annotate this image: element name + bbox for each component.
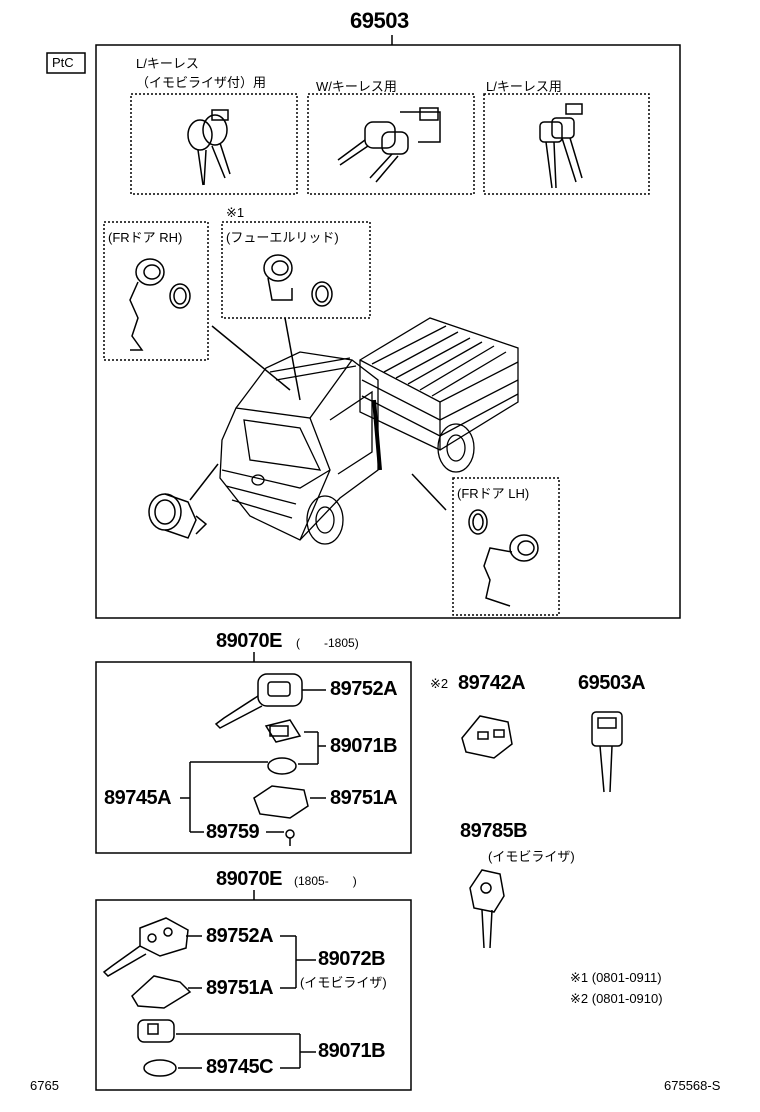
part-89742a: 89742A bbox=[458, 672, 526, 694]
group2-part-number: 89070E bbox=[216, 868, 282, 890]
part-89071b-b: 89071B bbox=[318, 1040, 386, 1062]
inset-label-w-keyless: W/キーレス用 bbox=[316, 79, 397, 94]
assembly-number: 69503 bbox=[350, 8, 409, 33]
part-89742a-mark: ※2 bbox=[430, 676, 449, 691]
part-89751a-b: 89751A bbox=[206, 977, 274, 999]
part-89071b: 89071B bbox=[330, 735, 398, 757]
inset-label-fr-door-rh: (FRドア RH) bbox=[108, 230, 183, 245]
part-89745a: 89745A bbox=[104, 787, 172, 809]
door-lock-cylinder-lh-illustration bbox=[468, 509, 539, 607]
remote-case-illustration bbox=[253, 785, 309, 819]
part-89785b-note: (イモビライザ) bbox=[488, 849, 575, 864]
fuel-lid-cylinder-illustration bbox=[263, 254, 333, 307]
footer-left-code: 6765 bbox=[30, 1078, 59, 1093]
key-89785b-illustration bbox=[469, 869, 505, 949]
transmitter-module-b-illustration bbox=[137, 1019, 175, 1043]
part-89745c: 89745C bbox=[206, 1056, 274, 1078]
door-lock-cylinder-rh-illustration bbox=[129, 258, 191, 351]
battery-illustration bbox=[267, 757, 297, 775]
inset-label-keyless-immobilizer: L/キーレス （イモビライザ付）用 bbox=[136, 56, 267, 90]
part-89072b: 89072B bbox=[318, 948, 386, 970]
part-69503a: 69503A bbox=[578, 672, 646, 694]
part-89751a: 89751A bbox=[330, 787, 398, 809]
footer-right-code: 675568-S bbox=[664, 1078, 721, 1093]
remote-case-b-illustration bbox=[131, 975, 192, 1009]
battery-b-illustration bbox=[143, 1059, 177, 1077]
remote-key-illustration bbox=[214, 673, 303, 729]
note-1: ※1 (0801-0911) bbox=[570, 970, 662, 985]
screw-illustration bbox=[285, 829, 295, 846]
ptc-label: PtC bbox=[52, 55, 74, 70]
inset-label-l-keyless: L/キーレス用 bbox=[486, 79, 562, 94]
key-pair-immobilizer-illustration bbox=[187, 109, 231, 186]
part-89785b: 89785B bbox=[460, 820, 528, 842]
key-pair-illustration bbox=[539, 103, 583, 189]
part-89752a: 89752A bbox=[330, 678, 398, 700]
transmitter-module-illustration bbox=[264, 719, 302, 743]
part-89072b-note: (イモビライザ) bbox=[300, 975, 387, 990]
group1-date-range: ( -1805) bbox=[296, 636, 359, 650]
part-89752a-b: 89752A bbox=[206, 925, 274, 947]
transmitter-89742a-illustration bbox=[461, 715, 513, 759]
ignition-cylinder-illustration bbox=[148, 493, 208, 539]
remote-key-b-illustration bbox=[102, 917, 189, 977]
note-2: ※2 (0801-0910) bbox=[570, 991, 663, 1006]
key-with-remote-illustration bbox=[337, 107, 441, 183]
group1-part-number: 89070E bbox=[216, 630, 282, 652]
inset-label-fuel-lid: (フューエルリッド) bbox=[226, 230, 339, 245]
group2-date-range: (1805- ) bbox=[294, 874, 357, 888]
inset-label-fr-door-lh: (FRドア LH) bbox=[457, 486, 530, 501]
truck-illustration bbox=[219, 317, 519, 545]
key-69503a-illustration bbox=[591, 711, 623, 793]
fuel-lid-mark: ※1 bbox=[226, 205, 245, 220]
part-89759: 89759 bbox=[206, 821, 260, 843]
